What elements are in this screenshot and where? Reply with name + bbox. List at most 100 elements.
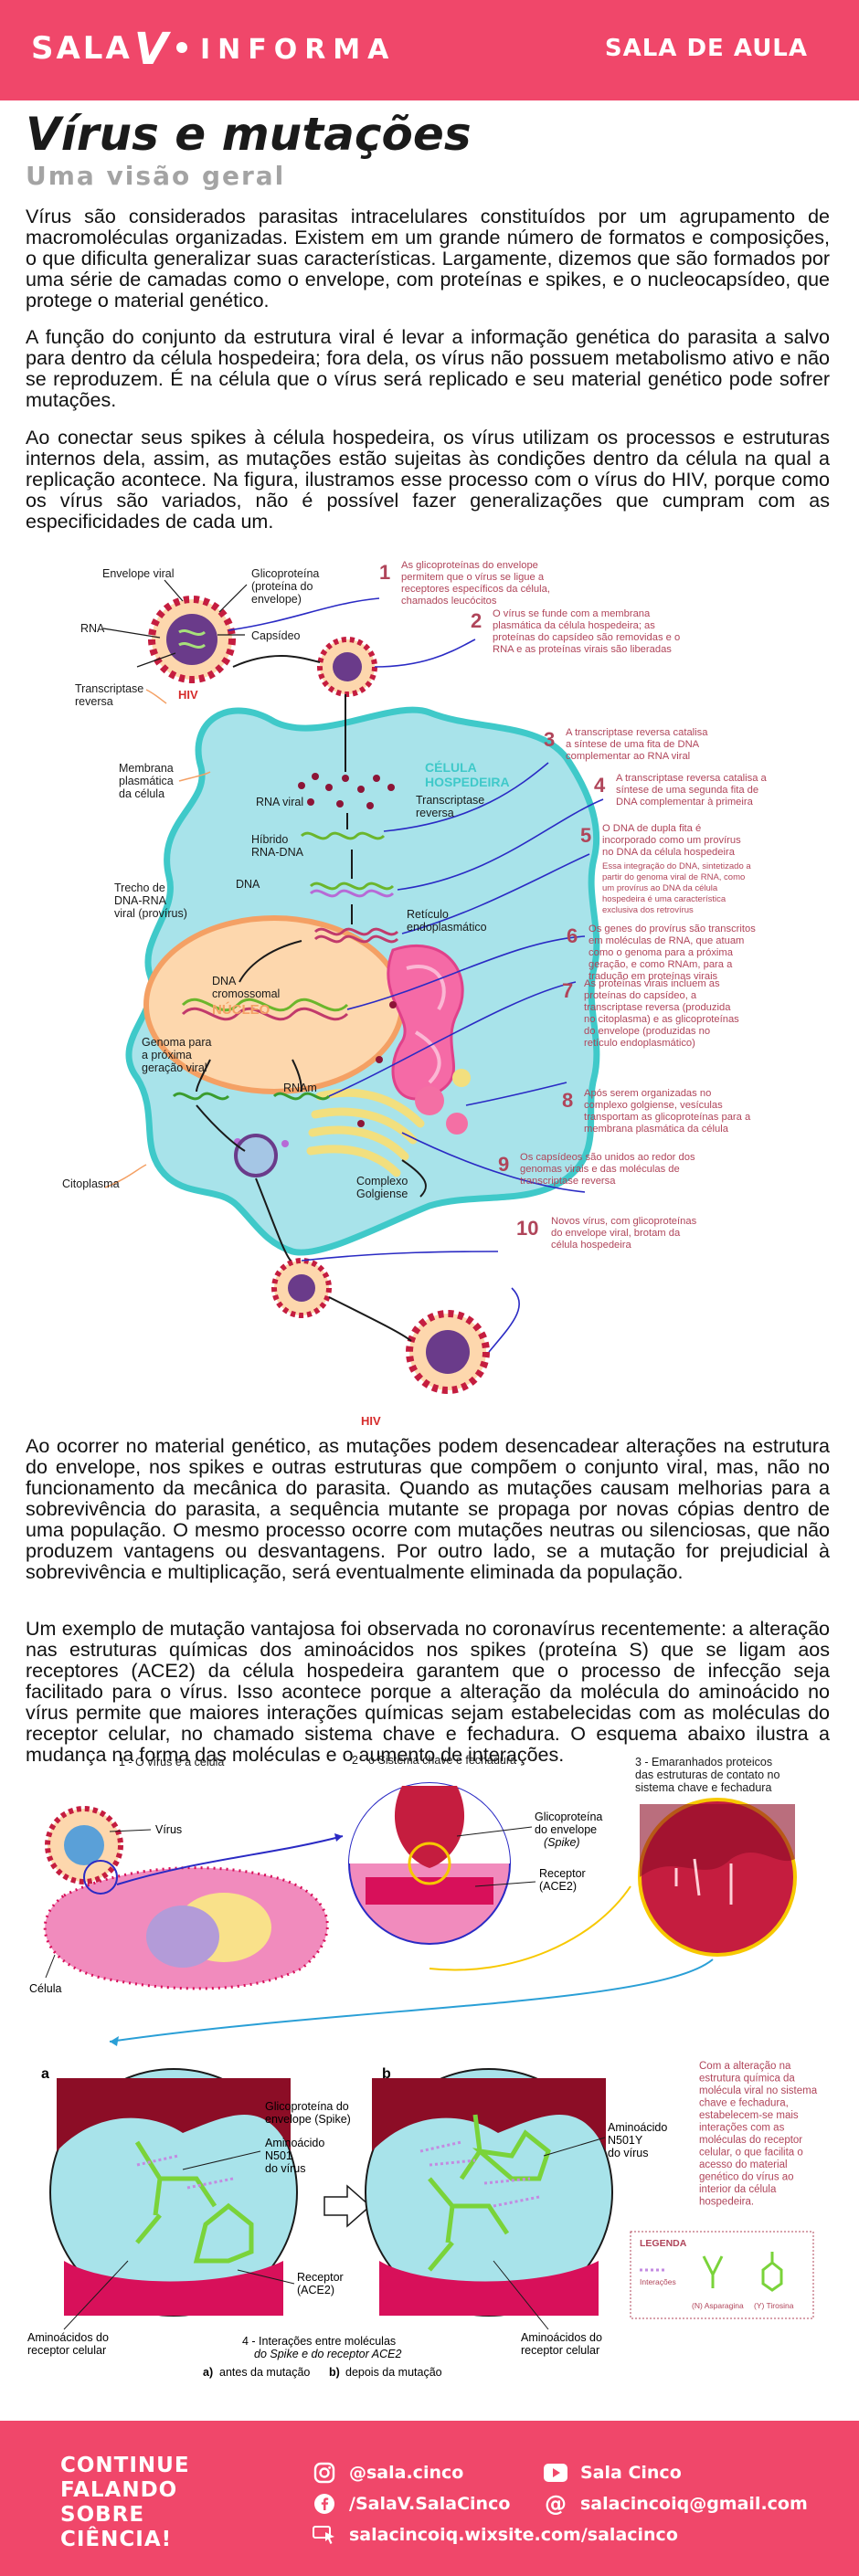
label-capsid: Capsídeo: [251, 629, 301, 642]
caption-b: depois da mutação: [345, 2366, 442, 2379]
step-7-text: As proteínas virais incluem as: [584, 978, 720, 989]
step-4-text: DNA complementar à primeira: [616, 797, 754, 808]
article-title: Vírus e mutações: [26, 108, 472, 161]
website-link[interactable]: salacincoiq.wixsite.com/salacinco: [313, 2523, 678, 2547]
step-5-note: partir do genoma viral de RNA, como: [602, 872, 745, 882]
panel-3-title-3: sistema chave e fechadura: [635, 1781, 771, 1794]
step-7-text: retículo endoplasmático): [584, 1038, 695, 1049]
at-sign-icon: @: [545, 2491, 567, 2517]
legend-title: LEGENDA: [640, 2238, 687, 2249]
caption-a: antes da mutação: [219, 2366, 310, 2379]
caption-b-key: b): [329, 2366, 340, 2379]
panel-3-title-1: 3 - Emaranhados proteicos: [635, 1756, 772, 1768]
step-7-text: no citoplasma) e as glicoproteínas: [584, 1014, 739, 1025]
youtube-link[interactable]: Sala Cinco: [544, 2461, 682, 2485]
step-8-text: membrana plasmática da célula: [584, 1124, 729, 1135]
facebook-page: /SalaV.SalaCinco: [349, 2494, 511, 2514]
label-rt-1: Transcriptase: [75, 682, 143, 695]
step-6-text: como o genoma para a próxima: [589, 947, 734, 958]
section-tag: SALA DE AULA: [604, 35, 808, 62]
right-arrow-icon: [323, 2184, 372, 2228]
legend-tyrosine: (Y) Tirosina: [754, 2301, 794, 2310]
step-number-4: 4: [594, 774, 606, 797]
side-note-line: hospedeira.: [699, 2197, 754, 2208]
paragraph-5: Um exemplo de mutação vantajosa foi obse…: [26, 1618, 830, 1766]
step-10-text: célula hospedeira: [551, 1240, 631, 1251]
label-aa-rec-1: Aminoácidos do: [27, 2331, 109, 2344]
paragraph-4: Ao ocorrer no material genético, as muta…: [26, 1435, 830, 1583]
label-receptor-3: Receptor: [297, 2271, 344, 2284]
label-mrna: RNAm: [283, 1082, 317, 1094]
brand-sala: SALA: [31, 30, 133, 67]
label-glyco-3: (Spike): [544, 1836, 580, 1849]
tangle-panel: [638, 1798, 797, 1957]
label-n501y-3: do vírus: [608, 2147, 648, 2159]
step-9-text: genomas virais e das moléculas de: [520, 1164, 680, 1175]
step-1-text: As glicoproteínas do envelope: [401, 560, 538, 571]
facebook-link[interactable]: /SalaV.SalaCinco: [313, 2492, 510, 2516]
step-6-text: tradução em proteínas virais: [589, 971, 718, 982]
side-note-line: moléculas do receptor: [699, 2135, 802, 2146]
step-7-text: transcriptase reversa (produzida: [584, 1002, 731, 1013]
side-note-line: acesso do material: [699, 2159, 788, 2170]
label-aa-rec-2: receptor celular: [27, 2344, 106, 2357]
legend: LEGENDA Interações (N) Asparagina (Y) Ti…: [630, 2231, 814, 2319]
step-6-text: geração, e como RNAm, para a: [589, 959, 733, 970]
label-golgi-2: Golgiense: [356, 1188, 408, 1200]
label-n501y-1: Aminoácido: [608, 2121, 667, 2134]
cta-line-3: SOBRE: [60, 2503, 145, 2527]
step-number-10: 10: [516, 1217, 538, 1240]
label-receptor-1: Receptor: [539, 1867, 586, 1880]
step-2-text: RNA e as proteínas virais são liberadas: [493, 644, 672, 655]
panel-3-title-2: das estruturas de contato no: [635, 1768, 779, 1781]
spike-receptor-figure: 1 - O vírus e a célula 2 - o Sistema cha…: [0, 1749, 859, 2416]
label-receptor-4: (ACE2): [297, 2284, 334, 2296]
label-membrane-1: Membrana: [119, 762, 174, 775]
side-note-line: Com a alteração na: [699, 2061, 791, 2072]
label-cell: Célula: [29, 1982, 61, 1995]
step-5-text: incorporado como um provírus: [602, 835, 741, 846]
step-5-note: um provírus ao DNA da célula: [602, 883, 718, 893]
label-glyco-1: Glicoproteína: [251, 567, 319, 580]
label-provirus-1: Trecho de: [114, 882, 165, 894]
instagram-handle: @sala.cinco: [349, 2463, 464, 2483]
label-hybrid-2: RNA-DNA: [251, 846, 304, 859]
paragraph-1: Vírus são considerados parasitas intrace…: [26, 206, 830, 311]
label-virus: Vírus: [155, 1823, 182, 1836]
step-3-text: A transcriptase reversa catalisa: [566, 727, 708, 738]
cta-line-1: CONTINUE: [60, 2454, 190, 2477]
cursor-click-icon: [313, 2523, 336, 2547]
label-envelope: Envelope viral: [102, 567, 175, 580]
label-chromo-2: cromossomal: [212, 987, 280, 1000]
label-rt-2: reversa: [75, 695, 113, 708]
label-rt-in-2: reversa: [416, 807, 454, 819]
step-number-8: 8: [562, 1089, 573, 1112]
step-10-text: do envelope viral, brotam da: [551, 1228, 681, 1239]
label-hiv-bottom: HIV: [361, 1414, 381, 1425]
label-membrane-3: da célula: [119, 787, 164, 800]
hiv-figure-svg: Envelope viral Glicoproteína (proteína d…: [62, 560, 768, 1428]
youtube-channel: Sala Cinco: [580, 2463, 682, 2483]
email-address: salacincoiq@gmail.com: [580, 2494, 808, 2514]
step-2-text: O vírus se funde com a membrana: [493, 608, 651, 619]
side-note-line: interior da célula: [699, 2184, 777, 2195]
label-host-1: CÉLULA: [425, 760, 477, 775]
email-link[interactable]: @ salacincoiq@gmail.com: [544, 2491, 808, 2517]
step-5-note: Essa integração do DNA, sintetizado a: [602, 861, 751, 871]
side-note-line: genético do vírus ao: [699, 2172, 794, 2183]
step-1-text: permitem que o vírus se ligue a: [401, 572, 545, 583]
instagram-link[interactable]: @sala.cinco: [313, 2461, 463, 2485]
step-2-text: proteínas do capsídeo são removidas e o: [493, 632, 680, 643]
label-genome-2: a próxima: [142, 1049, 192, 1061]
step-number-5: 5: [580, 824, 591, 847]
side-note-line: celular, o que facilita o: [699, 2148, 803, 2159]
hiv-replication-figure: Envelope viral Glicoproteína (proteína d…: [0, 548, 859, 1428]
label-er-2: endoplasmático: [407, 921, 487, 934]
caption-2: do Spike e do receptor ACE2: [254, 2348, 401, 2360]
label-host-2: HOSPEDEIRA: [425, 775, 510, 789]
panel-2-title: 2 - o Sistema chave e fechadura: [352, 1754, 516, 1767]
label-glyco-2: do envelope: [535, 1823, 597, 1836]
